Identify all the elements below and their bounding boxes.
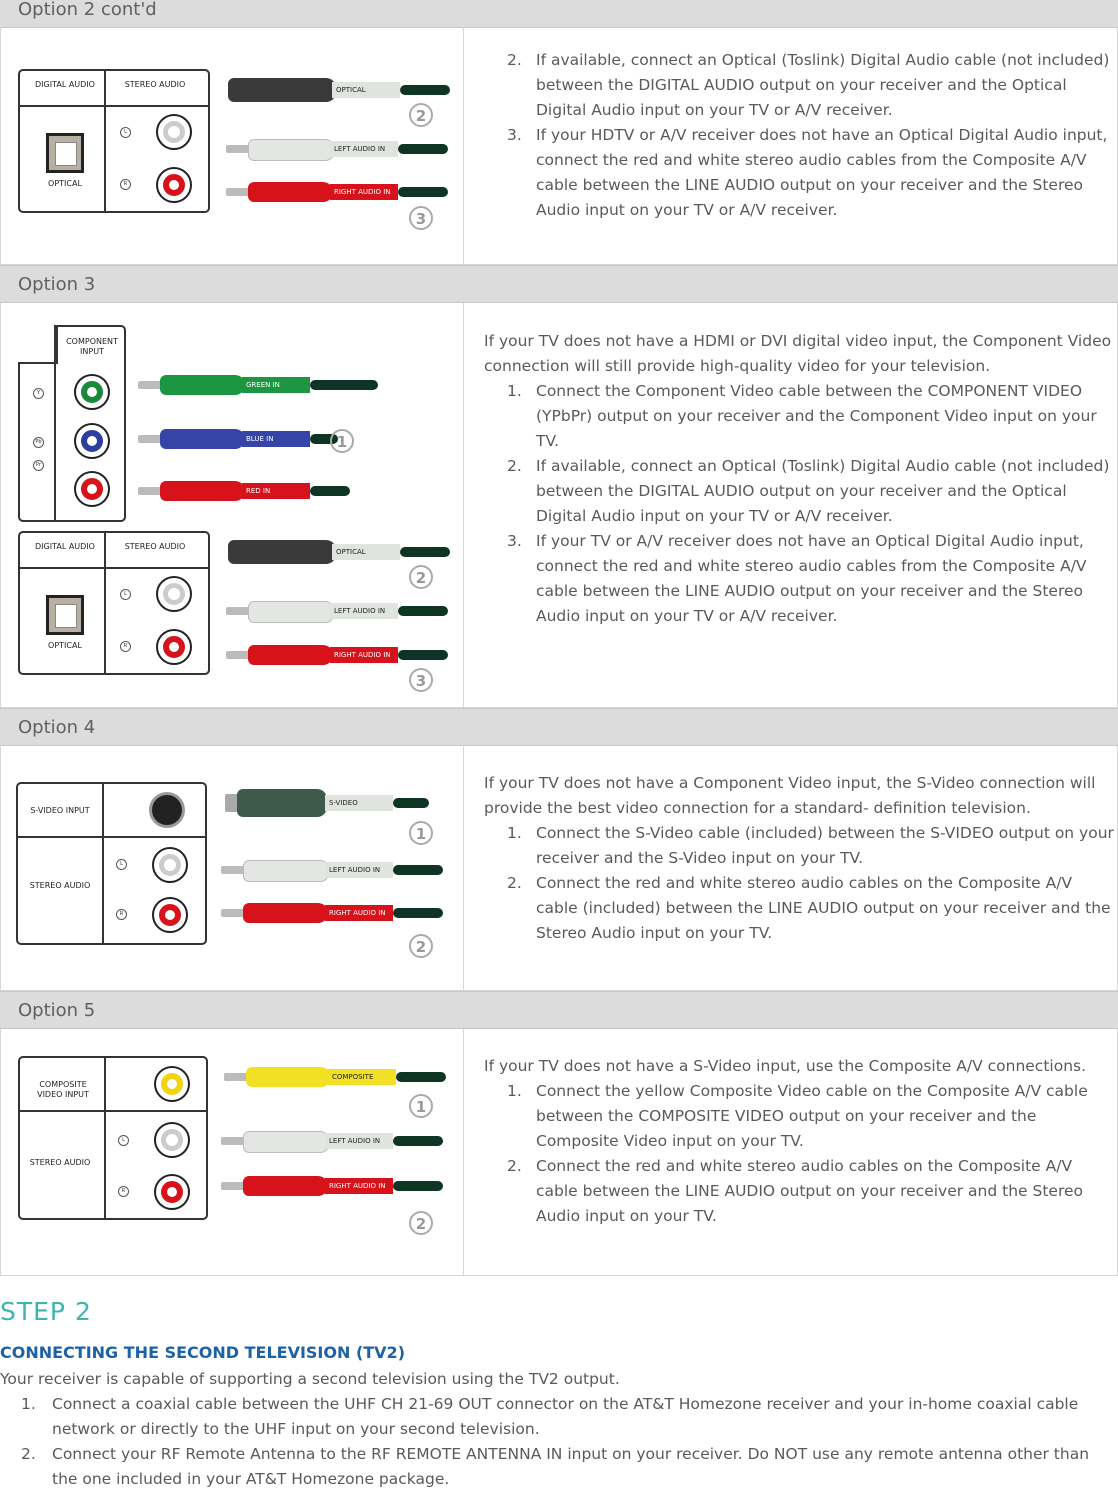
step-badge-3: 3 xyxy=(409,206,433,230)
stereo-audio-label: STEREO AUDIO xyxy=(29,881,91,890)
y-dot: Y xyxy=(33,388,44,399)
step2-heading: CONNECTING THE SECOND TELEVISION (TV2) xyxy=(0,1343,405,1362)
option3-text: If your TV does not have a HDMI or DVI d… xyxy=(484,329,1114,629)
list-item: 3.If your HDTV or A/V receiver does not … xyxy=(507,126,1108,219)
list-item: 1.Connect the yellow Composite Video cab… xyxy=(507,1082,1088,1150)
svideo-panel: S-VIDEO INPUT STEREO AUDIO L R xyxy=(16,782,207,945)
red-jack-icon xyxy=(152,897,188,933)
option2-text: 2.If available, connect an Optical (Tosl… xyxy=(484,48,1114,223)
blue-jack-icon xyxy=(74,423,110,459)
cable-label: BLUE IN xyxy=(242,431,310,447)
stereo-audio-label: STEREO AUDIO xyxy=(124,542,186,551)
list-item: 2.Connect your RF Remote Antenna to the … xyxy=(21,1445,1090,1488)
yellow-jack-icon xyxy=(154,1066,190,1102)
red-jack-icon xyxy=(74,471,110,507)
cable-label: LEFT AUDIO IN xyxy=(325,862,393,878)
section-title: Option 3 xyxy=(18,274,96,295)
red-jack-icon xyxy=(156,167,192,203)
digital-audio-label: DIGITAL AUDIO xyxy=(35,542,95,551)
cable-label: RED IN xyxy=(242,483,310,499)
step2-intro: Your receiver is capable of supporting a… xyxy=(0,1370,620,1388)
optical-port-icon xyxy=(46,133,84,173)
step2-title: STEP 2 xyxy=(0,1297,92,1326)
option5-text: If your TV does not have a S-Video input… xyxy=(484,1054,1114,1229)
r-dot: R xyxy=(120,179,131,190)
cable-label: RIGHT AUDIO IN xyxy=(325,905,393,921)
cable-label: OPTICAL xyxy=(332,82,400,98)
step-badge-1: 1 xyxy=(409,821,433,845)
svideo-jack-icon xyxy=(149,792,185,828)
section-header-option5: Option 5 xyxy=(0,991,1118,1029)
list-item: 1.Connect the S-Video cable (included) b… xyxy=(507,824,1114,867)
cable-label: RIGHT AUDIO IN xyxy=(325,1178,393,1194)
step-badge-1: 1 xyxy=(330,429,354,453)
composite-panel: COMPOSITE VIDEO INPUT STEREO AUDIO L R xyxy=(18,1056,208,1220)
list-item: 2.If available, connect an Optical (Tosl… xyxy=(507,457,1110,525)
audio-panel: DIGITAL AUDIO STEREO AUDIO OPTICAL L R xyxy=(18,531,210,675)
red-jack-icon xyxy=(156,629,192,665)
r-dot: R xyxy=(116,909,127,920)
pb-dot: Pb xyxy=(33,437,44,448)
cable-label: COMPOSITE xyxy=(328,1069,396,1085)
list-item: 2.Connect the red and white stereo audio… xyxy=(507,1157,1084,1225)
step-badge-1: 1 xyxy=(409,1094,433,1118)
l-dot: L xyxy=(116,859,127,870)
section-header-option2: Option 2 cont'd xyxy=(0,0,1118,28)
white-jack-icon xyxy=(152,847,188,883)
white-jack-icon xyxy=(154,1122,190,1158)
cable-label: S-VIDEO xyxy=(325,795,393,811)
step-badge-2: 2 xyxy=(409,934,433,958)
section-header-option3: Option 3 xyxy=(0,265,1118,303)
cable-label: RIGHT AUDIO IN xyxy=(330,184,398,200)
option3-intro: If your TV does not have a HDMI or DVI d… xyxy=(484,332,1112,375)
step-badge-2: 2 xyxy=(409,565,433,589)
r-dot: R xyxy=(120,641,131,652)
l-dot: L xyxy=(118,1135,129,1146)
pr-dot: Pr xyxy=(33,460,44,471)
red-jack-icon xyxy=(154,1174,190,1210)
section-title: Option 4 xyxy=(18,717,96,738)
optical-port-icon xyxy=(46,595,84,635)
section-title: Option 5 xyxy=(18,1000,96,1021)
component-panel: COMPONENT INPUT Y Pb Pr xyxy=(18,325,126,522)
l-dot: L xyxy=(120,589,131,600)
composite-input-label: COMPOSITE VIDEO INPUT xyxy=(37,1080,89,1099)
list-item: 1.Connect the Component Video cable betw… xyxy=(507,382,1097,450)
option5-intro: If your TV does not have a S-Video input… xyxy=(484,1057,1087,1075)
list-item: 2.If available, connect an Optical (Tosl… xyxy=(507,51,1110,119)
section-header-option4: Option 4 xyxy=(0,708,1118,746)
optical-label: OPTICAL xyxy=(48,179,82,188)
white-jack-icon xyxy=(156,576,192,612)
component-input-label: COMPONENT INPUT xyxy=(66,337,118,356)
cable-label: LEFT AUDIO IN xyxy=(330,603,398,619)
white-jack-icon xyxy=(156,114,192,150)
stereo-audio-label: STEREO AUDIO xyxy=(124,80,186,89)
svideo-input-label: S-VIDEO INPUT xyxy=(30,806,90,815)
step2-text: Your receiver is capable of supporting a… xyxy=(0,1367,1118,1492)
option4-text: If your TV does not have a Component Vid… xyxy=(484,771,1114,946)
digital-audio-label: DIGITAL AUDIO xyxy=(35,80,95,89)
list-item: 2.Connect the red and white stereo audio… xyxy=(507,874,1111,942)
cable-label: LEFT AUDIO IN xyxy=(330,141,398,157)
r-dot: R xyxy=(118,1186,129,1197)
green-jack-icon xyxy=(74,374,110,410)
step-badge-2: 2 xyxy=(409,103,433,127)
audio-panel: DIGITAL AUDIO STEREO AUDIO OPTICAL L R xyxy=(18,69,210,213)
step-badge-2: 2 xyxy=(409,1211,433,1235)
step-badge-3: 3 xyxy=(409,668,433,692)
cable-label: OPTICAL xyxy=(332,544,400,560)
optical-label: OPTICAL xyxy=(48,641,82,650)
list-item: 3.If your TV or A/V receiver does not ha… xyxy=(507,532,1087,625)
section-title: Option 2 cont'd xyxy=(18,0,157,20)
cable-label: RIGHT AUDIO IN xyxy=(330,647,398,663)
l-dot: L xyxy=(120,127,131,138)
cable-label: LEFT AUDIO IN xyxy=(325,1133,393,1149)
option4-intro: If your TV does not have a Component Vid… xyxy=(484,774,1096,817)
cable-label: GREEN IN xyxy=(242,377,310,393)
stereo-audio-label: STEREO AUDIO xyxy=(29,1158,91,1167)
list-item: 1.Connect a coaxial cable between the UH… xyxy=(21,1395,1079,1438)
